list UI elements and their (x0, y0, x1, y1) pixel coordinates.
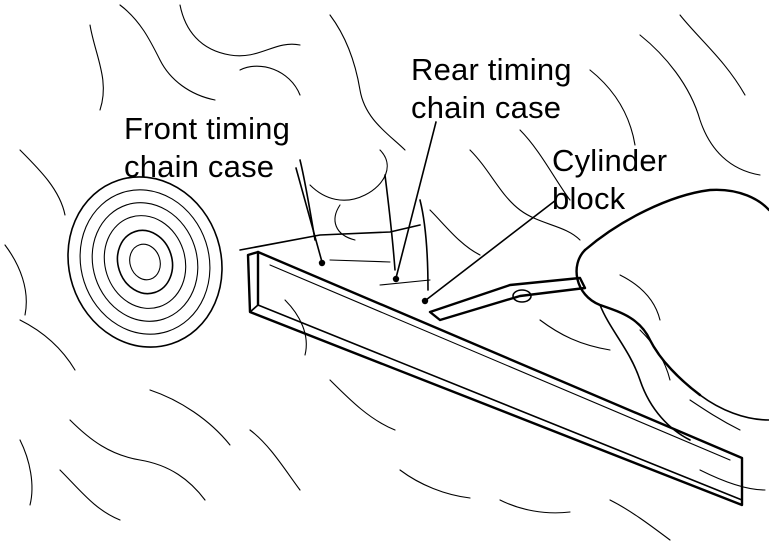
label-rear-timing-chain-case: Rear timing chain case (411, 51, 572, 127)
leader-cylinder-dot (421, 297, 429, 305)
label-front-line-2: chain case (124, 149, 275, 184)
hand (575, 188, 769, 441)
label-cylinder-line-2: block (552, 181, 626, 216)
straightedge (246, 250, 744, 507)
leader-rear (395, 121, 437, 279)
engine-background-outlines (4, 4, 766, 541)
label-front-timing-chain-case: Front timing chain case (124, 110, 290, 186)
label-front-line-1: Front timing (124, 111, 291, 146)
leader-rear-dot (392, 275, 400, 283)
leader-cylinder (425, 199, 557, 301)
leader-lines (295, 121, 557, 305)
label-cylinder-block: Cylinder block (552, 142, 667, 218)
label-cylinder-line-1: Cylinder (552, 143, 668, 178)
crank-pulley (67, 176, 223, 348)
leader-front-dot (318, 259, 326, 267)
label-rear-line-2: chain case (411, 90, 562, 125)
leader-front (295, 167, 323, 263)
feeler-gauge (428, 276, 587, 322)
label-rear-line-1: Rear timing (411, 52, 572, 87)
